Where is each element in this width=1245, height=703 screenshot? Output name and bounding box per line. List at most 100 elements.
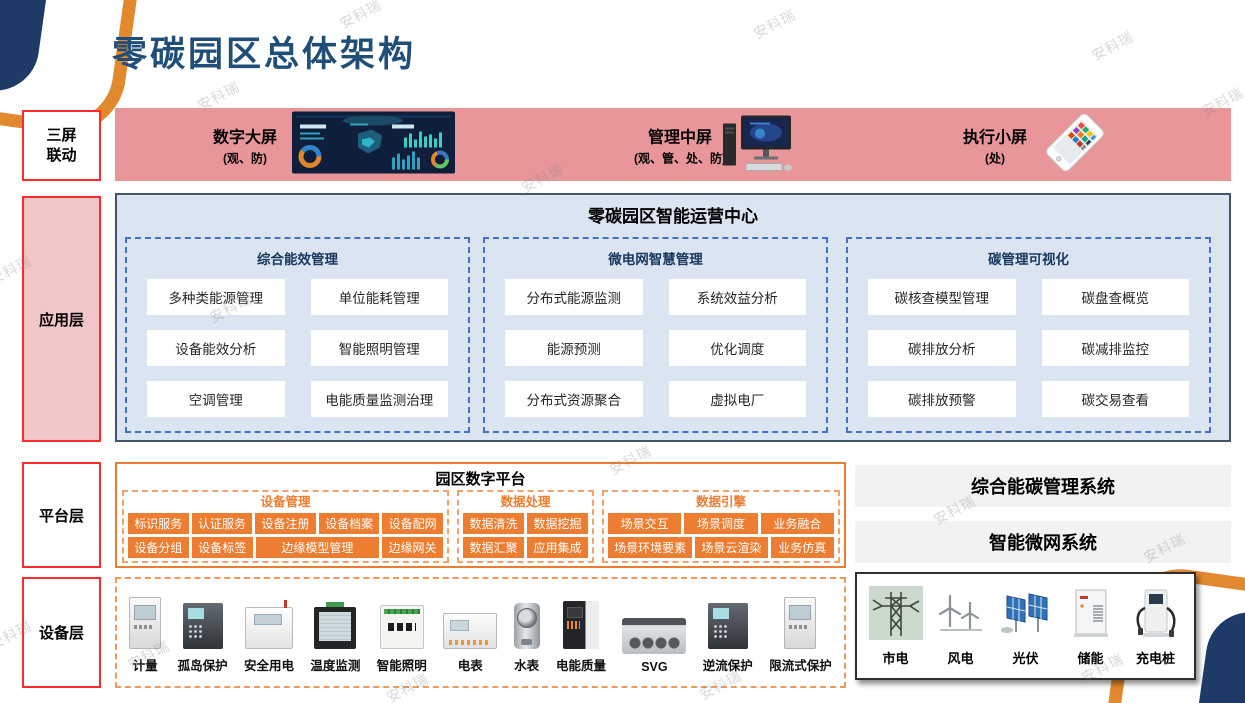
column-header: 综合能效管理 — [257, 252, 338, 267]
source-item: 市电 — [868, 585, 923, 667]
water-meter-photo — [513, 597, 540, 649]
platform-capability: 边缘模型管理 — [255, 537, 380, 558]
platform-capability: 设备配网 — [382, 513, 443, 534]
app-module: 碳交易查看 — [1041, 381, 1189, 417]
platform-capability: 数据汇聚 — [463, 537, 524, 558]
layer-label-text: 设备层 — [38, 625, 84, 642]
device-label: 逆流保护 — [702, 659, 753, 673]
platform-capability: 数据挖掘 — [527, 513, 588, 534]
app-module: 优化调度 — [668, 330, 806, 366]
device-item: 计量 — [129, 597, 162, 674]
device-item: 孤岛保护 — [178, 597, 228, 674]
layer-label-application: 应用层 — [22, 196, 101, 442]
source-item: 光伏 — [998, 585, 1053, 667]
three-screen-band: 数字大屏 (观、防) — [115, 108, 1231, 181]
system-smart-microgrid: 智能微网系统 — [855, 521, 1231, 563]
platform-capability: 业务融合 — [760, 513, 834, 534]
section-data-processing: 数据处理 数据清洗 数据挖掘 数据汇聚 应用集成 — [457, 490, 594, 563]
source-item: 储能 — [1063, 585, 1118, 667]
column-energy-efficiency: 综合能效管理 多种类能源管理 单位能耗管理 设备能效分析 智能照明管理 空调管理… — [125, 237, 470, 433]
platform-capability: 应用集成 — [527, 537, 588, 558]
section-data-engine: 数据引擎 场景交互 场景调度 业务融合 场景环境要素 场景云渲染 业务仿真 — [602, 490, 840, 563]
platform-capability: 边缘网关 — [382, 537, 443, 558]
section-header: 数据引擎 — [695, 495, 746, 509]
app-module: 碳减排监控 — [1041, 330, 1189, 366]
device-label: 电能质量 — [555, 659, 606, 673]
device-label: 智能照明 — [376, 659, 427, 673]
app-module: 单位能耗管理 — [310, 279, 448, 315]
device-label: 电表 — [457, 659, 483, 673]
app-module: 能源预测 — [505, 330, 643, 366]
screen-title: 数字大屏 — [212, 129, 277, 146]
column-microgrid: 微电网智慧管理 分布式能源监测 系统效益分析 能源预测 优化调度 分布式资源聚合… — [483, 237, 828, 433]
layer-label-screens: 三屏联动 — [22, 110, 101, 181]
source-label: 风电 — [947, 650, 974, 666]
page-title: 零碳园区总体架构 — [112, 35, 417, 74]
device-label: 安全用电 — [243, 659, 294, 673]
app-module: 分布式能源监测 — [505, 279, 643, 315]
platform-capability: 场景云渲染 — [695, 537, 768, 558]
digital-platform-title: 园区数字平台 — [435, 471, 526, 488]
app-module: 碳盘查概览 — [1041, 279, 1189, 315]
device-item: 安全用电 — [244, 597, 294, 674]
screen-subtitle: (观、防) — [223, 151, 267, 165]
device-item: 智能照明 — [377, 597, 427, 674]
device-label: SVG — [641, 660, 668, 674]
platform-capability: 场景调度 — [684, 513, 758, 534]
device-item: 水表 — [513, 597, 540, 674]
solar-pv-photo — [998, 585, 1053, 645]
electric-meter-photo — [443, 597, 498, 649]
app-module: 碳排放分析 — [868, 330, 1016, 366]
temperature-monitor-photo — [314, 597, 357, 649]
device-label: 水表 — [514, 659, 540, 673]
column-header: 微电网智慧管理 — [608, 252, 703, 267]
system-name: 综合能碳管理系统 — [971, 477, 1115, 497]
power-quality-photo — [562, 597, 599, 649]
platform-capability: 场景交互 — [608, 513, 682, 534]
source-item: 充电桩 — [1128, 585, 1183, 667]
watermark: 安科瑞 — [1088, 28, 1137, 64]
device-layer-panel: 计量 孤岛保护 安全用电 温度监测 智能照明 电表 水表 电能质量 — [115, 577, 846, 688]
screen-title: 管理中屏 — [647, 129, 712, 146]
energy-meter-photo — [129, 597, 162, 649]
app-module: 设备能效分析 — [147, 330, 285, 366]
island-protection-photo — [182, 597, 223, 649]
electrical-safety-photo — [244, 597, 293, 649]
platform-capability: 设备分组 — [128, 537, 189, 558]
energy-storage-photo — [1063, 585, 1118, 645]
section-header: 设备管理 — [260, 495, 311, 509]
app-module: 空调管理 — [147, 381, 285, 417]
smart-lighting-photo — [379, 597, 424, 649]
layer-label-platform: 平台层 — [22, 462, 101, 568]
system-name: 智能微网系统 — [989, 533, 1097, 553]
platform-capability: 认证服务 — [191, 513, 253, 534]
device-label: 温度监测 — [310, 659, 361, 673]
application-layer-panel: 零碳园区智能运营中心 综合能效管理 多种类能源管理 单位能耗管理 设备能效分析 … — [115, 193, 1231, 442]
source-label: 充电桩 — [1135, 650, 1175, 666]
layer-label-text: 平台层 — [38, 507, 84, 525]
grid-power-photo — [868, 585, 923, 645]
mid-screen-caption: 管理中屏 (观、管、处、防) — [600, 123, 760, 166]
source-label: 市电 — [882, 650, 909, 666]
source-label: 光伏 — [1012, 650, 1039, 666]
device-item: 限流式保护 — [769, 597, 832, 674]
device-item: 电表 — [443, 597, 498, 674]
app-module: 系统效益分析 — [668, 279, 806, 315]
section-header: 数据处理 — [500, 495, 551, 509]
platform-capability: 设备标签 — [191, 537, 253, 558]
app-module: 分布式资源聚合 — [505, 381, 643, 417]
wind-power-photo — [933, 585, 988, 645]
app-module: 虚拟电厂 — [668, 381, 806, 417]
layer-label-device: 设备层 — [22, 577, 101, 688]
svg-device-photo — [622, 602, 687, 654]
device-item: 温度监测 — [310, 597, 360, 674]
column-header: 碳管理可视化 — [988, 252, 1069, 267]
energy-sources-panel: 市电 风电 — [855, 572, 1196, 680]
app-module: 智能照明管理 — [310, 330, 448, 366]
app-module: 碳核查模型管理 — [868, 279, 1016, 315]
operation-center-title: 零碳园区智能运营中心 — [588, 207, 758, 226]
platform-layer-panel: 园区数字平台 设备管理 标识服务 认证服务 设备注册 设备档案 设备配网 设备分… — [115, 462, 846, 568]
layer-label-text: 三屏联动 — [46, 127, 77, 164]
device-item: 逆流保护 — [703, 597, 753, 674]
